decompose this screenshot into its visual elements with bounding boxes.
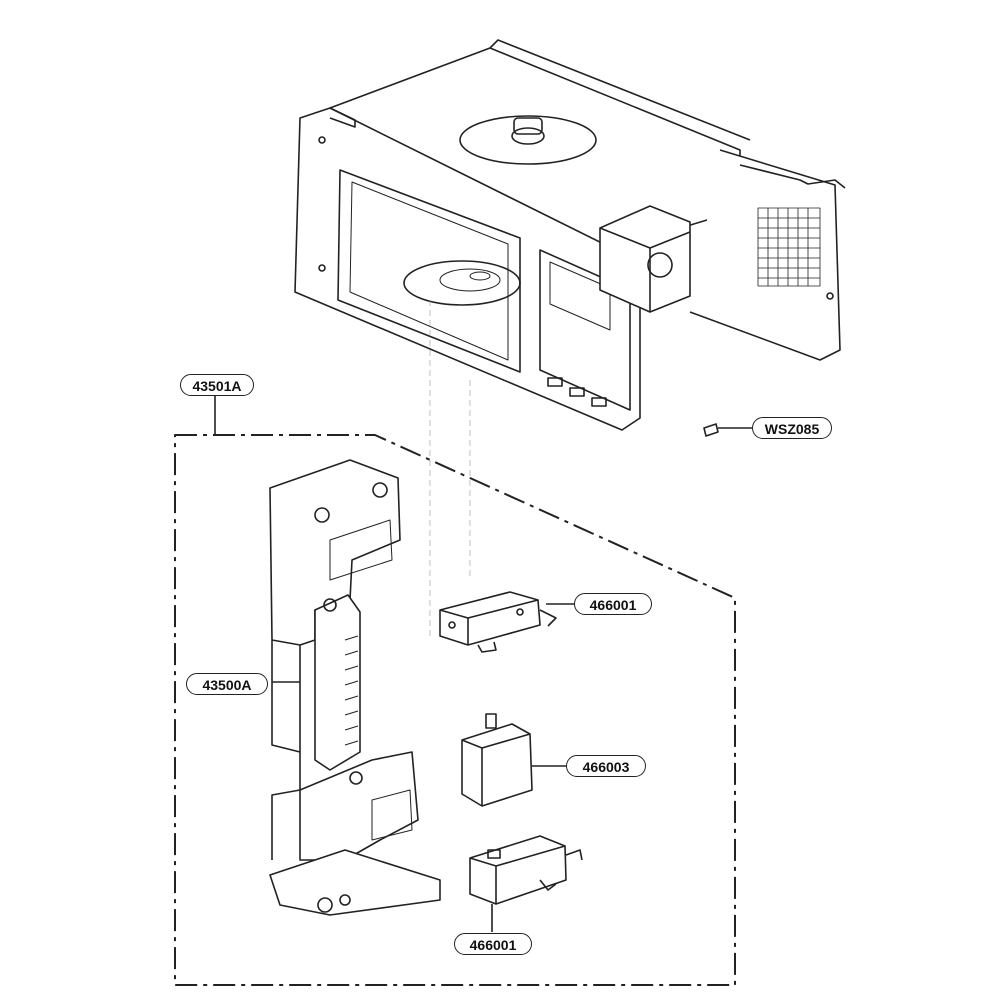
callout-466003: 466003 bbox=[566, 755, 646, 777]
micro-switch-bottom bbox=[469, 835, 583, 932]
micro-switch-middle bbox=[461, 713, 570, 807]
callout-466001-bottom: 466001 bbox=[454, 933, 532, 955]
assembly-boundary bbox=[174, 434, 736, 986]
callout-wsz085: WSZ085 bbox=[752, 417, 832, 439]
callout-466001-top: 466001 bbox=[574, 593, 652, 615]
latch-board bbox=[269, 459, 441, 916]
micro-switch-top bbox=[439, 591, 578, 653]
callout-43501a: 43501A bbox=[180, 374, 254, 396]
microwave-cavity bbox=[294, 39, 846, 431]
screw bbox=[703, 423, 752, 437]
callout-43500a: 43500A bbox=[186, 673, 268, 695]
vent-grille bbox=[757, 207, 821, 287]
